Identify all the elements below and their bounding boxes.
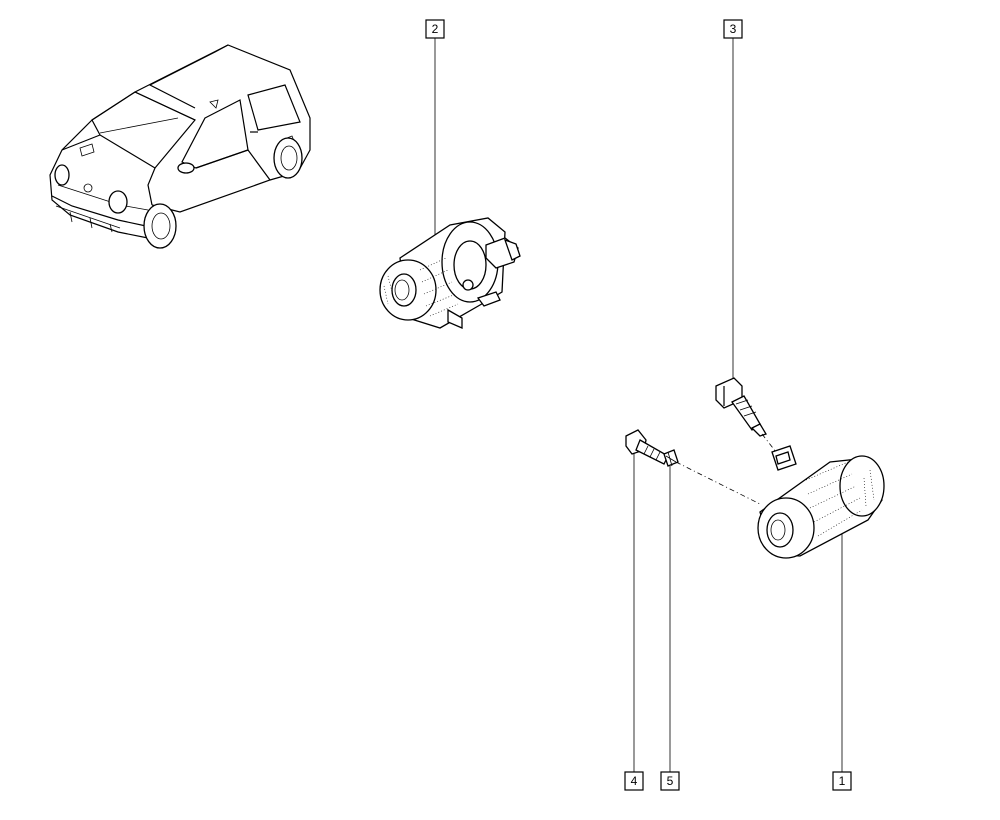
washer-icon (663, 449, 679, 772)
callout-1-label: 1 (839, 774, 846, 788)
callout-5-label: 5 (667, 774, 674, 788)
bleed-screw-icon (715, 38, 767, 437)
car-overview-icon (49, 44, 311, 249)
wheel-cylinder-icon (757, 445, 885, 772)
callout-2: 2 (425, 19, 445, 39)
bolt-icon (625, 429, 669, 772)
callout-1: 1 (832, 771, 852, 791)
wheel-cylinder-icon (379, 38, 521, 329)
callout-4-label: 4 (631, 774, 638, 788)
callout-5: 5 (660, 771, 680, 791)
callout-2-label: 2 (432, 22, 439, 36)
callout-3-label: 3 (730, 22, 737, 36)
callout-4: 4 (624, 771, 644, 791)
callout-3: 3 (723, 19, 743, 39)
